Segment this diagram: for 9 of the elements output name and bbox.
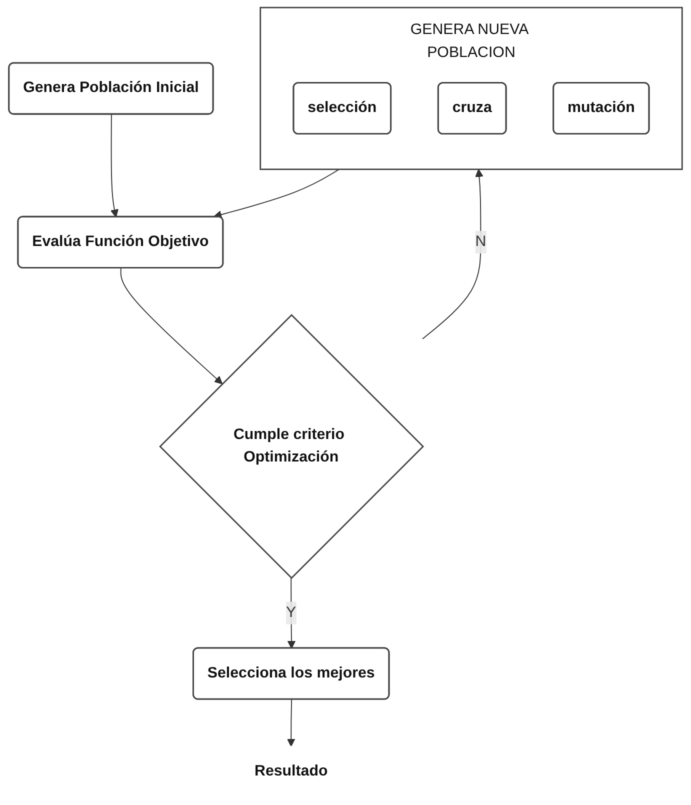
arrow [120,268,223,384]
arrow [214,168,340,219]
edge-label: Y [286,604,296,621]
arrow [110,114,119,218]
arrow [286,699,296,747]
edge-label: N [475,234,486,250]
arrow [422,168,484,340]
node-text: Resultado [254,763,328,780]
node-diamond: Cumple criterio Optimización [159,314,424,579]
